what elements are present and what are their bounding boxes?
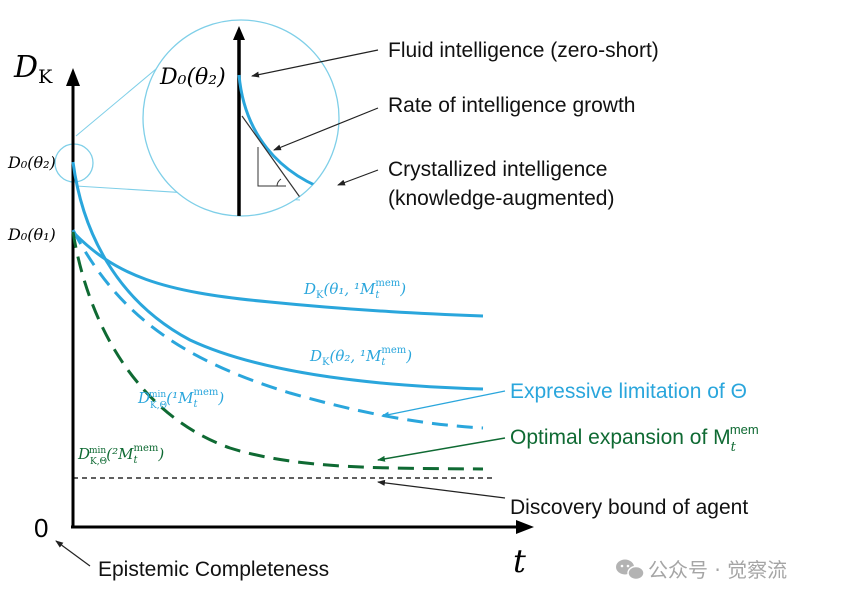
y-axis-label: DK [13,50,53,88]
curve-label-dk-theta1: DK(θ₁, ¹Mtmem) [303,278,406,301]
tick-d0-theta1: D₀(θ₁) [7,225,56,244]
crystallized-arrow [337,169,379,186]
rate-arrow [273,107,379,151]
optimal-expansion-label: Optimal expansion of Mtmem [510,422,759,455]
curve-expressive-limit [71,229,484,430]
y-axis-arrow [66,68,80,86]
curve-dk-theta1 [71,230,484,318]
origin-label: 0 [34,513,48,543]
curve-dk-theta2 [71,161,484,391]
fluid-intelligence-label: Fluid intelligence (zero-short) [388,39,659,62]
curve-label-dmin-1: DK,Θmin(¹Mtmem) [137,387,224,411]
watermark-text: 公众号 · 觉察流 [648,558,787,582]
crystallized-label-line2: (knowledge-augmented) [388,187,614,210]
discovery-bound-label: Discovery bound of agent [510,496,748,519]
rate-of-growth-label: Rate of intelligence growth [388,94,635,117]
zoom-d0-label: D₀(θ₂) [159,65,226,90]
zoom-circle [142,19,340,217]
tick-d0-theta2: D₀(θ₂) [7,153,56,172]
watermark: 公众号 · 觉察流 [616,558,787,582]
epistemic-arrow [55,540,91,567]
wechat-icon [616,559,645,581]
optimal-arrow [377,437,506,462]
zoom-slope-triangle [257,147,286,187]
zoom-angle-arc [276,178,282,187]
epistemic-completeness-label: Epistemic Completeness [98,558,329,581]
curve-label-dmin-2: DK,Θmin(²Mtmem) [77,443,164,467]
discovery-arrow [377,479,506,499]
zoom-lens [54,19,340,217]
x-axis-arrow [516,520,534,534]
expressive-limitation-label: Expressive limitation of Θ [510,380,747,403]
crystallized-label-line1: Crystallized intelligence [388,158,607,181]
zoom-tangent [241,115,310,211]
x-axis-label: t [513,542,526,580]
curve-label-dk-theta2: DK(θ₂, ¹Mtmem) [309,345,412,368]
expressive-arrow [381,390,506,418]
fluid-arrow [251,49,379,78]
curve-optimal-expansion [71,231,484,471]
